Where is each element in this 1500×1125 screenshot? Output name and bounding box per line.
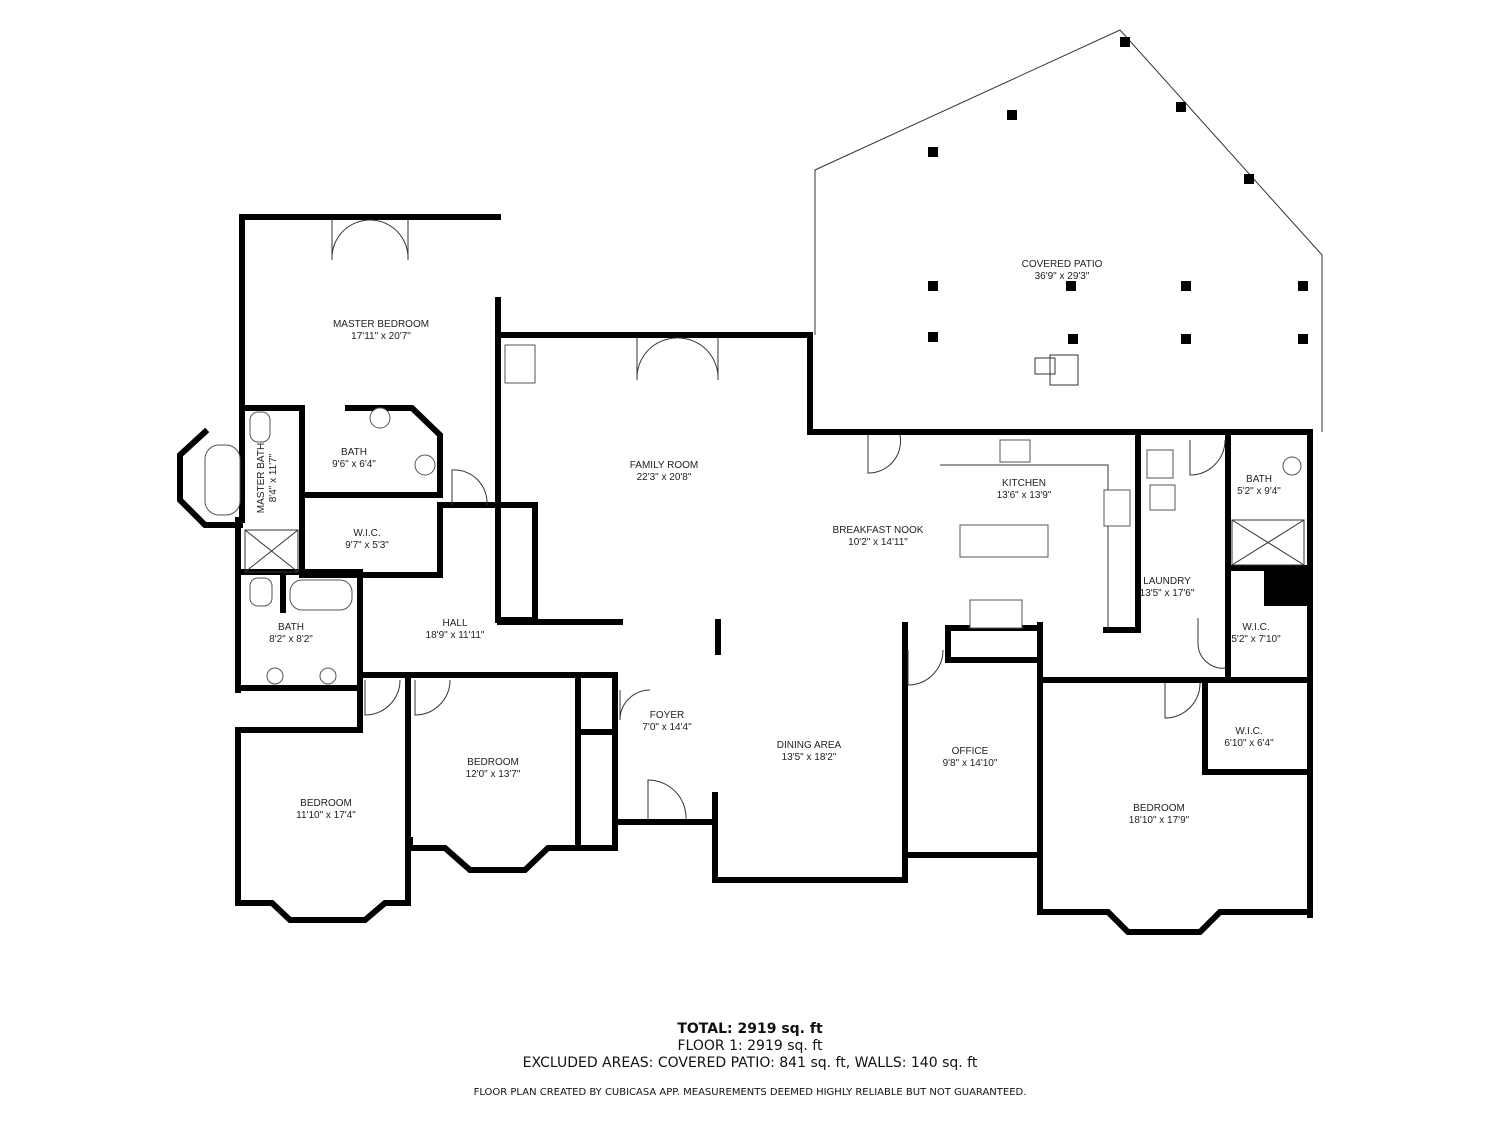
room-size: 9'7" x 5'3" <box>345 540 389 551</box>
room-name: BEDROOM <box>1133 803 1185 814</box>
doors <box>331 219 1227 821</box>
room-name: BEDROOM <box>300 798 352 809</box>
patio-outline <box>814 29 1323 432</box>
room-name: MASTER BATH <box>256 442 267 514</box>
room-size: 5'2" x 7'10" <box>1231 634 1281 645</box>
room-name: W.I.C. <box>353 528 381 539</box>
room-size: 13'5" x 17'6" <box>1139 588 1195 599</box>
room-size: 5'2" x 9'4" <box>1237 486 1281 497</box>
room-size: 10'2" x 14'11" <box>848 537 908 548</box>
room-name: OFFICE <box>951 746 989 757</box>
floor-area: FLOOR 1: 2919 sq. ft <box>677 1038 823 1054</box>
fixtures <box>204 344 1305 685</box>
room-size: 8'4" x 11'7" <box>268 453 279 503</box>
room-name: BEDROOM <box>467 757 519 768</box>
room-label-wic-master: W.I.C.9'7" x 5'3" <box>345 528 389 552</box>
room-size: 22'3" x 20'8" <box>636 472 692 483</box>
room-size: 9'6" x 6'4" <box>332 459 376 470</box>
room-size: 36'9" x 29'3" <box>1034 271 1090 282</box>
room-name: HALL <box>442 618 468 629</box>
room-name: MASTER BEDROOM <box>332 319 430 330</box>
room-name: LAUNDRY <box>1143 576 1191 587</box>
room-label-wic-bedroom: W.I.C.6'10" x 6'4" <box>1224 726 1273 750</box>
room-size: 11'10" x 17'4" <box>296 810 356 821</box>
excluded-areas: EXCLUDED AREAS: COVERED PATIO: 841 sq. f… <box>522 1055 978 1071</box>
room-name: DINING AREA <box>776 740 842 751</box>
patio-posts <box>928 37 1308 344</box>
room-size: 12'0" x 13'7" <box>465 769 521 780</box>
room-size: 17'11" x 20'7" <box>351 331 411 342</box>
room-size: 7'0" x 14'4" <box>642 722 692 733</box>
room-name: BATH <box>1246 474 1272 485</box>
room-size: 8'2" x 8'2" <box>269 634 313 645</box>
room-name: BREAKFAST NOOK <box>832 525 924 536</box>
walls <box>177 214 1313 935</box>
room-size: 13'6" x 13'9" <box>996 490 1052 501</box>
room-name: W.I.C. <box>1242 622 1270 633</box>
room-size: 6'10" x 6'4" <box>1224 738 1274 749</box>
room-size: 9'8" x 14'10" <box>942 758 998 769</box>
room-name: BATH <box>278 622 304 633</box>
room-name: BATH <box>341 447 367 458</box>
room-name: W.I.C. <box>1235 726 1263 737</box>
room-name: FAMILY ROOM <box>629 460 699 471</box>
disclaimer: FLOOR PLAN CREATED BY CUBICASA APP. MEAS… <box>473 1087 1027 1098</box>
room-name: FOYER <box>649 710 685 721</box>
room-label-wic-right: W.I.C.5'2" x 7'10" <box>1231 622 1280 646</box>
room-name: COVERED PATIO <box>1021 259 1103 270</box>
room-size: 13'5" x 18'2" <box>781 752 837 763</box>
total-area: TOTAL: 2919 sq. ft <box>677 1021 823 1037</box>
room-name: KITCHEN <box>1002 478 1046 489</box>
room-size: 18'10" x 17'9" <box>1128 815 1190 826</box>
room-size: 18'9" x 11'11" <box>425 630 485 641</box>
